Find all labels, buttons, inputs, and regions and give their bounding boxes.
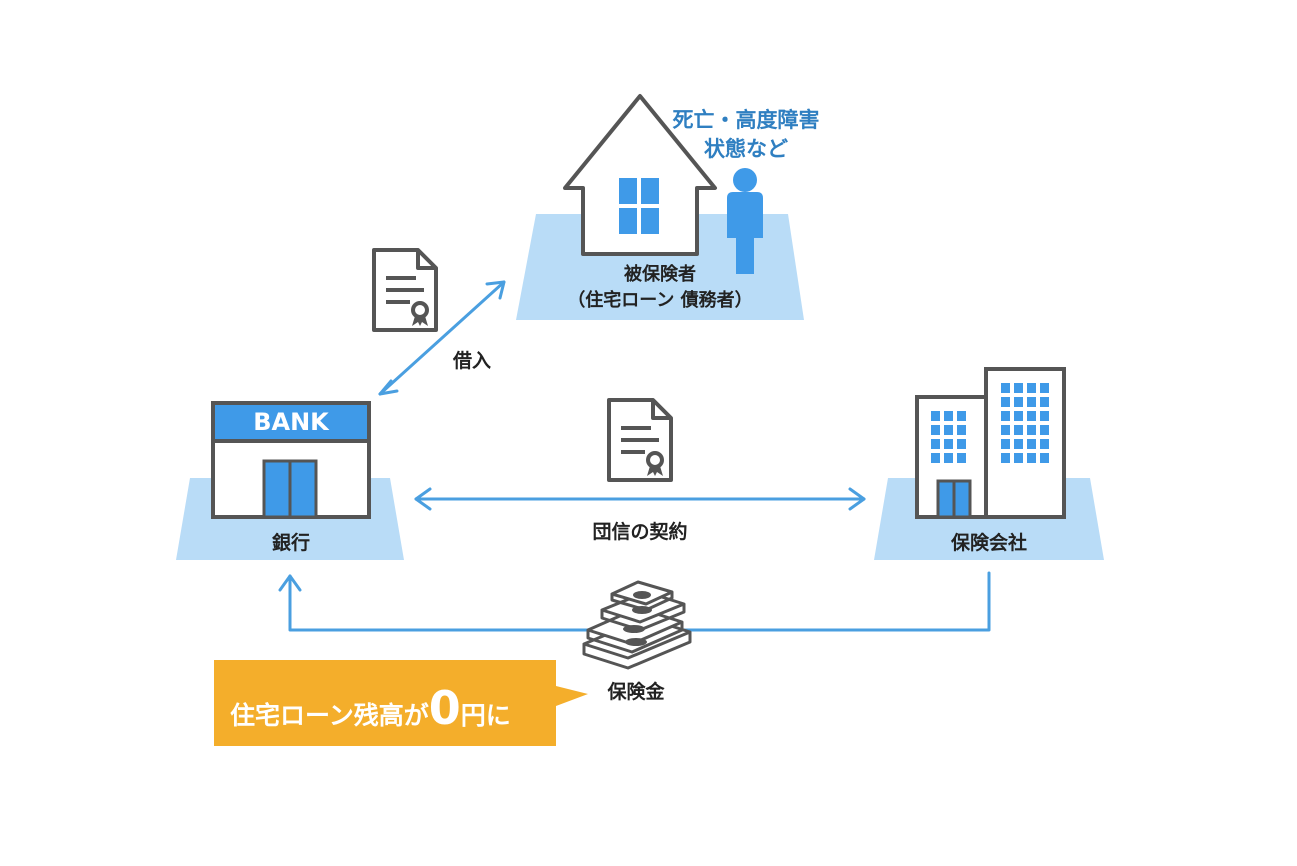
- borrow-document-icon: [372, 248, 438, 332]
- person-icon: [727, 168, 763, 274]
- payout-label: 保険金: [606, 680, 665, 703]
- contract-document-icon: [607, 398, 673, 482]
- office-building-icon: [915, 367, 1066, 519]
- bank-building-icon: [211, 401, 371, 519]
- bank-group: BANK 銀行: [176, 401, 404, 560]
- condition-text-line1: 死亡・高度障害: [673, 108, 820, 132]
- callout-number: 0: [429, 681, 461, 735]
- bank-sign: BANK: [253, 408, 330, 436]
- insured-label: 被保険者: [624, 263, 696, 285]
- callout-suffix: 円に: [461, 701, 511, 730]
- money-stack-icon: [582, 580, 692, 670]
- condition-text-line2: 状態など: [704, 137, 788, 161]
- house-icon: [563, 94, 717, 256]
- house-group: 死亡・高度障害 状態など 被保険者 （住宅ローン 債務者）: [516, 94, 820, 320]
- contract-label: 団信の契約: [592, 520, 687, 543]
- insured-sublabel: （住宅ローン 債務者）: [567, 289, 752, 311]
- insurer-label: 保険会社: [950, 531, 1027, 554]
- borrow-label: 借入: [452, 349, 491, 372]
- callout-prefix: 住宅ローン残高が: [230, 701, 429, 730]
- contract-arrow: [414, 487, 866, 511]
- callout-text: 住宅ローン残高が0円に: [230, 681, 511, 735]
- balance-zero-callout: 住宅ローン残高が0円に: [214, 660, 588, 746]
- insurer-group: 保険会社: [874, 367, 1104, 560]
- borrow-arrow: [378, 280, 506, 396]
- bank-label: 銀行: [272, 531, 310, 554]
